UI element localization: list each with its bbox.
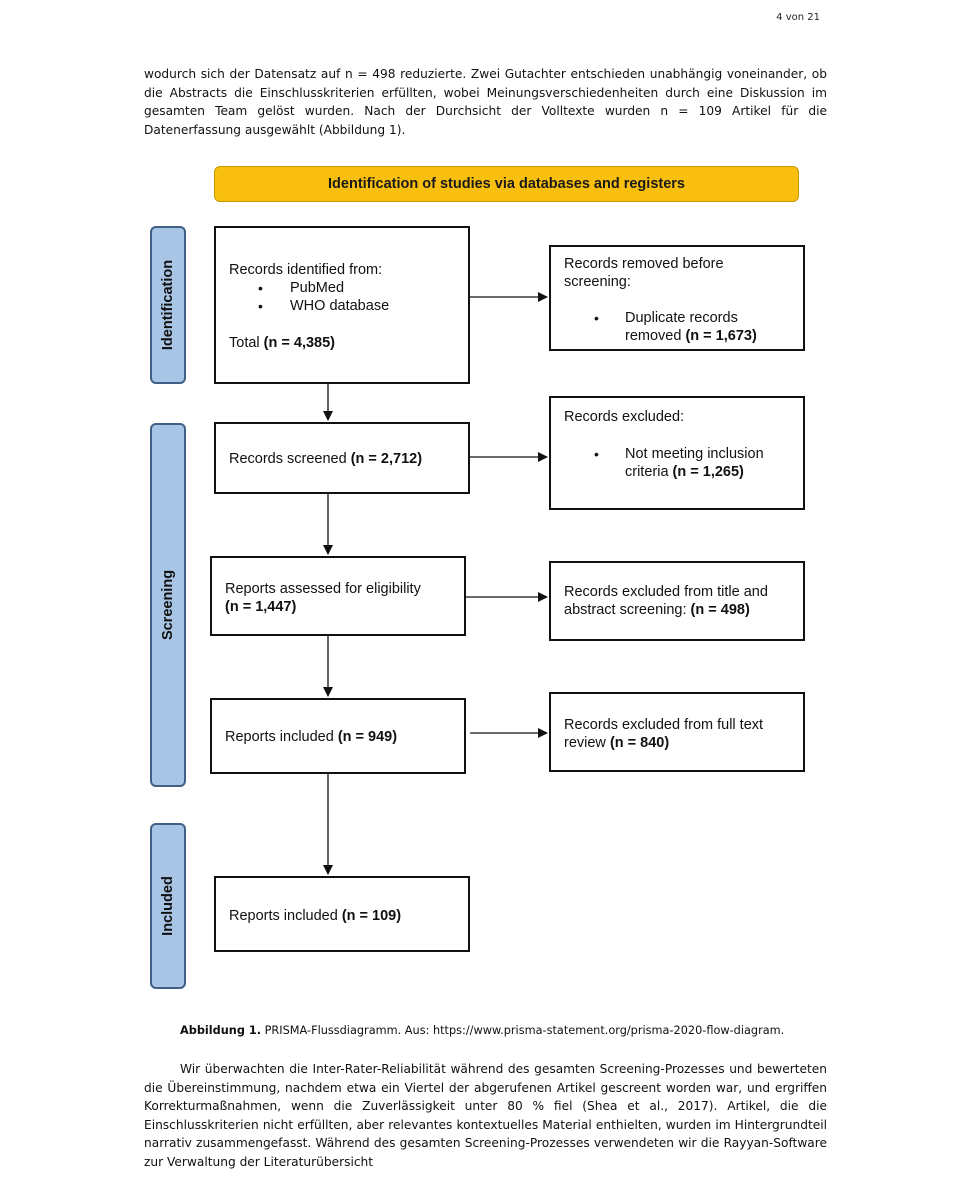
- phase-screening: Screening: [150, 423, 186, 787]
- excluded-fulltext-line-2: review (n = 840): [564, 734, 669, 752]
- records-screened-text: Records screened (n = 2,712): [229, 450, 422, 468]
- excluded-title-value: (n = 498): [690, 602, 750, 618]
- screened-label: Records screened: [229, 451, 351, 467]
- screened-value: (n = 2,712): [350, 451, 423, 467]
- diagram-banner: Identification of studies via databases …: [214, 166, 799, 202]
- records-identified-heading: Records identified from:: [229, 262, 383, 278]
- duplicates-line-2: removed (n = 1,673): [625, 327, 757, 345]
- records-removed-heading-1: Records removed before: [564, 256, 724, 272]
- records-removed-heading-2: screening:: [564, 274, 631, 290]
- paragraph-bottom: Wir überwachten die Inter-Rater-Reliabil…: [144, 1062, 827, 1169]
- phase-included: Included: [150, 823, 186, 989]
- reports-included-final-text: Reports included (n = 109): [229, 907, 401, 925]
- inclusion-label: criteria: [625, 464, 673, 480]
- bullet-icon: •: [258, 298, 263, 314]
- reports-included-final-label: Reports included: [229, 908, 342, 924]
- excluded-fulltext-box: Records excluded from full text review (…: [549, 692, 805, 772]
- reports-assessed-line-1: Reports assessed for eligibility: [225, 581, 421, 597]
- duplicates-label: removed: [625, 328, 686, 344]
- bullet-icon: •: [594, 446, 599, 462]
- records-identified-box: Records identified from: • PubMed • WHO …: [214, 226, 470, 384]
- phase-identification: Identification: [150, 226, 186, 384]
- reports-assessed-value: (n = 1,447): [225, 599, 297, 615]
- bullet-icon: •: [594, 310, 599, 326]
- excluded-title-line-2: abstract screening: (n = 498): [564, 601, 750, 619]
- reports-included-final-box: Reports included (n = 109): [214, 876, 470, 952]
- reports-included-screen-box: Reports included (n = 949): [210, 698, 466, 774]
- figure-caption: Abbildung 1. PRISMA-Flussdiagramm. Aus: …: [180, 1024, 784, 1037]
- excluded-title-abstract-box: Records excluded from title and abstract…: [549, 561, 805, 641]
- reports-included-screen-label: Reports included: [225, 729, 338, 745]
- source-who: WHO database: [290, 298, 390, 314]
- excluded-title-label: abstract screening:: [564, 602, 691, 618]
- records-screened-box: Records screened (n = 2,712): [214, 422, 470, 494]
- excluded-fulltext-value: (n = 840): [609, 735, 670, 751]
- bullet-icon: •: [258, 280, 263, 296]
- records-identified-total: Total (n = 4,385): [229, 334, 335, 352]
- excluded-fulltext-line-1: Records excluded from full text: [564, 717, 764, 733]
- caption-label: Abbildung 1.: [180, 1024, 262, 1037]
- inclusion-line-2: criteria (n = 1,265): [625, 463, 744, 481]
- reports-included-final-value: (n = 109): [341, 908, 402, 924]
- reports-included-screen-value: (n = 949): [337, 729, 398, 745]
- reports-assessed-box: Reports assessed for eligibility (n = 1,…: [210, 556, 466, 636]
- caption-text: PRISMA-Flussdiagramm. Aus: https://www.p…: [261, 1024, 785, 1037]
- paragraph-top: wodurch sich der Datensatz auf n = 498 r…: [144, 67, 827, 137]
- source-pubmed: PubMed: [290, 280, 345, 296]
- total-value: (n = 4,385): [263, 335, 335, 351]
- page-number: 4 von 21: [776, 12, 820, 23]
- inclusion-line-1: Not meeting inclusion: [625, 446, 764, 462]
- records-excluded-box: Records excluded: • Not meeting inclusio…: [549, 396, 805, 510]
- records-excluded-heading: Records excluded:: [564, 409, 685, 425]
- inclusion-value: (n = 1,265): [672, 464, 744, 480]
- total-label: Total: [229, 335, 264, 351]
- excluded-title-line-1: Records excluded from title and: [564, 584, 768, 600]
- duplicates-line-1: Duplicate records: [625, 310, 738, 326]
- reports-included-screen-text: Reports included (n = 949): [225, 728, 397, 746]
- duplicates-value: (n = 1,673): [685, 328, 757, 344]
- excluded-fulltext-label: review: [564, 735, 610, 751]
- records-removed-box: Records removed before screening: • Dupl…: [549, 245, 805, 351]
